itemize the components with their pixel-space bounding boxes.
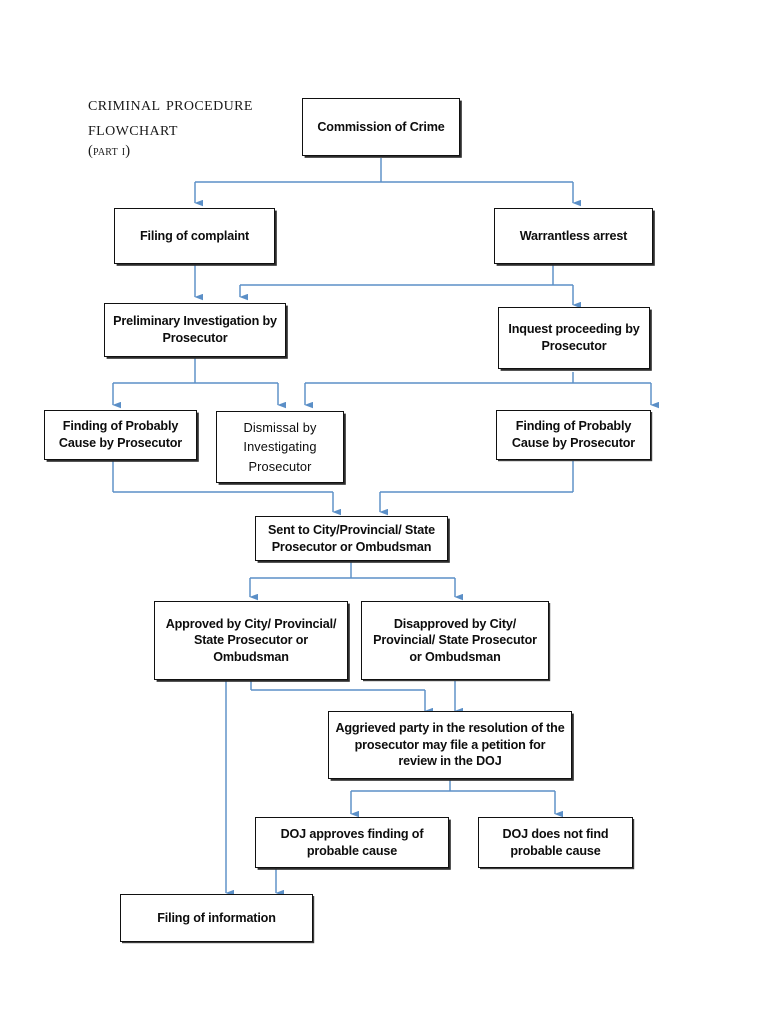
node-finding-probable-cause-right[interactable]: Finding of Probably Cause by Prosecutor [496, 410, 651, 460]
node-disapproved-by-prosecutor[interactable]: Disapproved by City/ Provincial/ State P… [361, 601, 549, 680]
page-title: Criminal Procedure Flowchart (Part I) [88, 92, 298, 161]
node-commission-of-crime[interactable]: Commission of Crime [302, 98, 460, 156]
node-inquest-proceeding[interactable]: Inquest proceeding by Prosecutor [498, 307, 650, 369]
node-dismissal-by-investigating-prosecutor[interactable]: Dismissal by Investigating Prosecutor [216, 411, 344, 483]
node-sent-to-prosecutor[interactable]: Sent to City/Provincial/ State Prosecuto… [255, 516, 448, 561]
node-warrantless-arrest[interactable]: Warrantless arrest [494, 208, 653, 264]
node-doj-approves-finding[interactable]: DOJ approves finding of probable cause [255, 817, 449, 868]
node-aggrieved-party-petition[interactable]: Aggrieved party in the resolution of the… [328, 711, 572, 779]
node-doj-does-not-find[interactable]: DOJ does not find probable cause [478, 817, 633, 868]
node-finding-probable-cause-left[interactable]: Finding of Probably Cause by Prosecutor [44, 410, 197, 460]
node-approved-by-prosecutor[interactable]: Approved by City/ Provincial/ State Pros… [154, 601, 348, 680]
title-line-1: Criminal Procedure [88, 93, 253, 115]
title-line-3: (Part I) [88, 143, 131, 159]
node-filing-of-complaint[interactable]: Filing of complaint [114, 208, 275, 264]
title-line-2: Flowchart [88, 118, 178, 140]
node-preliminary-investigation[interactable]: Preliminary Investigation by Prosecutor [104, 303, 286, 357]
node-filing-of-information[interactable]: Filing of information [120, 894, 313, 942]
